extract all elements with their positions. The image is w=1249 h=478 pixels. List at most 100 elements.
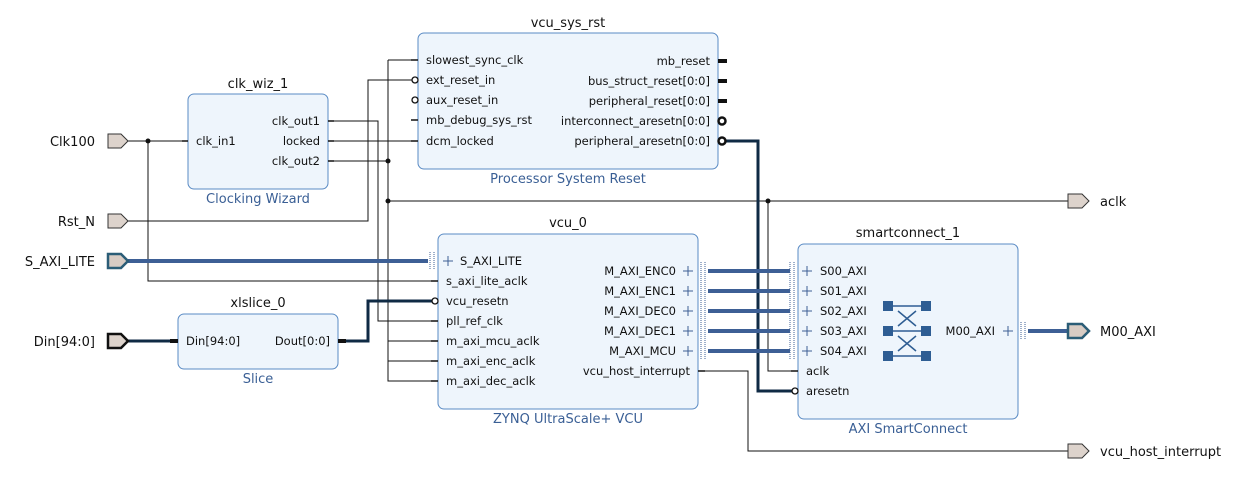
pin-slowest-sync-clk[interactable]: slowest_sync_clk [426, 53, 524, 67]
expand-plus-icon[interactable] [802, 326, 812, 336]
pin-aclk[interactable]: aclk [806, 364, 830, 378]
pin-aux-reset-in[interactable]: aux_reset_in [426, 93, 498, 107]
bus-port-icon [106, 332, 130, 350]
expand-plus-icon[interactable] [802, 346, 812, 356]
port-aclk[interactable]: aclk [1067, 193, 1127, 210]
pin-ext-reset-in[interactable]: ext_reset_in [426, 73, 495, 87]
pin-peripheral-reset[interactable]: peripheral_reset[0:0] [589, 94, 710, 108]
junction-dot [765, 198, 771, 204]
port-din[interactable]: Din[94:0] [34, 332, 130, 350]
block-type-label: Processor System Reset [490, 172, 646, 187]
wire-clk100[interactable] [128, 140, 438, 282]
wire-clk-out2[interactable] [328, 59, 1068, 382]
invert-bubble [411, 76, 419, 84]
port-vcu-host-interrupt-label: vcu_host_interrupt [1100, 445, 1221, 460]
wire-peripheral-aresetn[interactable] [724, 139, 792, 393]
port-clk100[interactable]: Clk100 [50, 133, 129, 150]
pin-s00-axi[interactable]: S00_AXI [820, 264, 867, 278]
pin-mb-reset[interactable]: mb_reset [657, 54, 711, 68]
expand-plus-icon[interactable] [802, 286, 812, 296]
port-s-axi-lite-label: S_AXI_LITE [25, 255, 95, 270]
wire-vcu-host-interrupt[interactable] [704, 370, 1068, 452]
pin-m-axi-mcu-aclk[interactable]: m_axi_mcu_aclk [446, 334, 540, 348]
block-type-label: ZYNQ UltraScale+ VCU [493, 412, 643, 427]
block-type-label: Clocking Wizard [206, 192, 310, 207]
output-port-icon [1067, 443, 1090, 459]
port-rst-n-label: Rst_N [58, 215, 95, 230]
port-clk100-label: Clk100 [50, 135, 95, 150]
port-s-axi-lite[interactable]: S_AXI_LITE [25, 252, 130, 270]
pin-s01-axi[interactable]: S01_AXI [820, 284, 867, 298]
block-vcu-0[interactable]: vcu_0 S_AXI_LITE s_axi_lite_aclk vcu_res… [429, 216, 706, 427]
wire-rst-n[interactable] [128, 79, 418, 222]
external-ports: Clk100 Rst_N S_AXI_LITE Din[94:0] aclk M… [25, 133, 1221, 460]
pin-clk-in1[interactable]: clk_in1 [196, 134, 236, 148]
junction-dot [385, 198, 391, 204]
pin-m-axi-enc-aclk[interactable]: m_axi_enc_aclk [446, 354, 536, 368]
port-aclk-label: aclk [1100, 195, 1127, 210]
pin-vcu-resetn[interactable]: vcu_resetn [446, 294, 509, 308]
invert-bubble [791, 387, 799, 395]
expand-plus-icon[interactable] [802, 266, 812, 276]
pin-pll-ref-clk[interactable]: pll_ref_clk [446, 314, 503, 328]
expand-plus-icon[interactable] [683, 326, 693, 336]
pin-m-axi-enc1[interactable]: M_AXI_ENC1 [604, 284, 676, 298]
block-clk-wiz-1[interactable]: clk_wiz_1 clk_in1 clk_out1 locked clk_ou… [182, 77, 334, 207]
pin-vcu-host-interrupt[interactable]: vcu_host_interrupt [583, 364, 691, 378]
pin-m-axi-enc0[interactable]: M_AXI_ENC0 [604, 264, 676, 278]
expand-plus-icon[interactable] [683, 266, 693, 276]
pin-mb-debug-sys-rst[interactable]: mb_debug_sys_rst [426, 113, 533, 127]
block-instance-name: vcu_sys_rst [531, 16, 606, 31]
port-m00-axi[interactable]: M00_AXI [1066, 322, 1156, 340]
expand-plus-icon[interactable] [683, 286, 693, 296]
pin-s04-axi[interactable]: S04_AXI [820, 344, 867, 358]
invert-bubble [431, 297, 439, 305]
port-din-label: Din[94:0] [34, 335, 95, 350]
block-instance-name: vcu_0 [549, 216, 587, 231]
pin-dout[interactable]: Dout[0:0] [275, 334, 330, 348]
invert-bubble [411, 96, 419, 104]
port-rst-n[interactable]: Rst_N [58, 213, 129, 230]
pin-aresetn[interactable]: aresetn [806, 384, 849, 398]
wire-clk-out1[interactable] [328, 120, 438, 322]
wires [128, 59, 1068, 452]
pin-m-axi-dec-aclk[interactable]: m_axi_dec_aclk [446, 374, 536, 388]
pin-s-axi-lite[interactable]: S_AXI_LITE [460, 254, 522, 268]
pin-locked[interactable]: locked [283, 134, 320, 148]
port-vcu-host-interrupt[interactable]: vcu_host_interrupt [1067, 443, 1221, 460]
port-m00-axi-label: M00_AXI [1100, 325, 1156, 340]
pin-s-axi-lite-aclk[interactable]: s_axi_lite_aclk [446, 274, 528, 288]
pin-peripheral-aresetn[interactable]: peripheral_aresetn[0:0] [574, 134, 710, 148]
pin-s03-axi[interactable]: S03_AXI [820, 324, 867, 338]
expand-plus-icon[interactable] [683, 306, 693, 316]
expand-plus-icon[interactable] [443, 256, 453, 266]
pin-dcm-locked[interactable]: dcm_locked [426, 134, 494, 148]
pin-m-axi-dec0[interactable]: M_AXI_DEC0 [604, 304, 676, 318]
block-type-label: AXI SmartConnect [849, 422, 968, 437]
pin-s02-axi[interactable]: S02_AXI [820, 304, 867, 318]
block-xlslice-0[interactable]: xlslice_0 Din[94:0] Dout[0:0] Slice [170, 296, 346, 387]
junction-dot [385, 158, 391, 164]
expand-plus-icon[interactable] [802, 306, 812, 316]
pin-m00-axi[interactable]: M00_AXI [946, 324, 995, 338]
invert-bubble [717, 136, 727, 146]
crossbar-icon [883, 301, 931, 361]
interface-port-icon [106, 252, 130, 270]
pin-bus-struct-reset[interactable]: bus_struct_reset[0:0] [588, 74, 710, 88]
block-instance-name: xlslice_0 [230, 296, 285, 311]
expand-plus-icon[interactable] [1003, 326, 1013, 336]
pin-clk-out2[interactable]: clk_out2 [272, 154, 320, 168]
pin-din[interactable]: Din[94:0] [186, 334, 240, 348]
block-smartconnect-1[interactable]: smartconnect_1 S00_AXI S01_AXI S02_AXI S… [789, 226, 1026, 437]
pin-m-axi-mcu[interactable]: M_AXI_MCU [609, 344, 676, 358]
pin-clk-out1[interactable]: clk_out1 [272, 114, 320, 128]
expand-plus-icon[interactable] [683, 346, 693, 356]
input-port-icon [107, 133, 129, 149]
invert-bubble [717, 116, 727, 126]
pin-interconnect-aresetn[interactable]: interconnect_aresetn[0:0] [561, 114, 710, 128]
block-instance-name: clk_wiz_1 [228, 77, 289, 92]
pin-m-axi-dec1[interactable]: M_AXI_DEC1 [604, 324, 676, 338]
wire-dout[interactable] [344, 299, 432, 343]
block-vcu-sys-rst[interactable]: vcu_sys_rst slowest_sync_clk ext_reset_i… [411, 16, 727, 187]
